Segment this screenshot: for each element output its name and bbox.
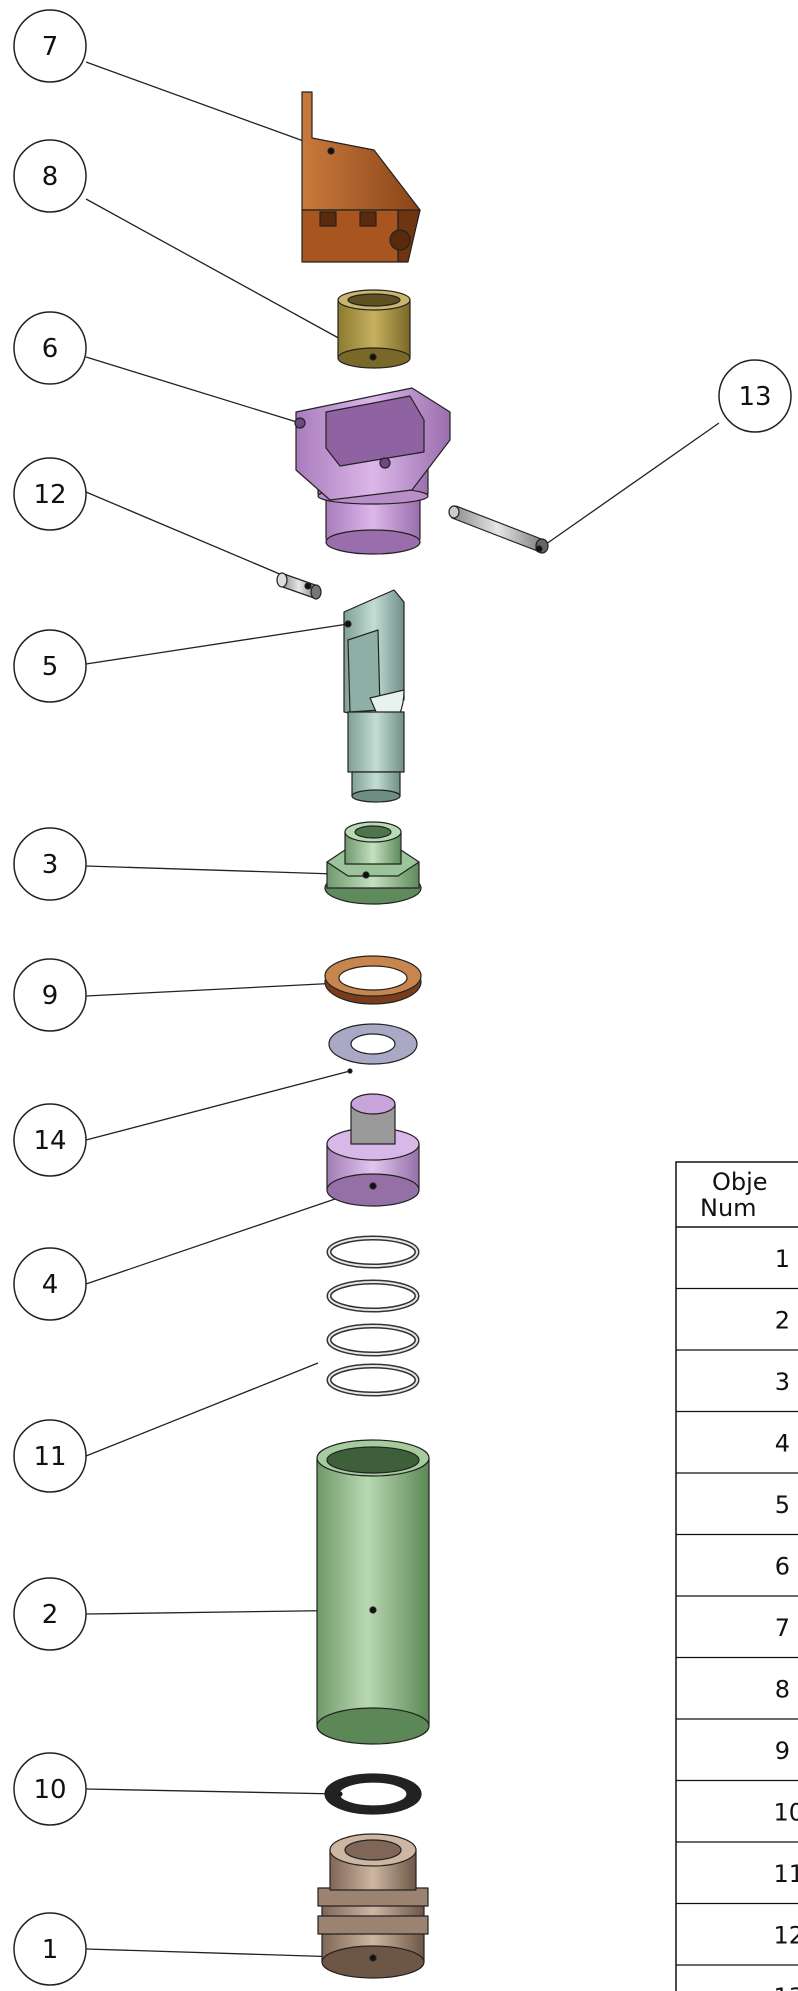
balloon-label: 8	[42, 162, 59, 192]
leader-14	[85, 1070, 351, 1141]
leader-10	[85, 1788, 341, 1795]
balloon-label: 2	[42, 1600, 59, 1630]
balloon-7: 7	[13, 9, 87, 83]
part-2-tube	[316, 1439, 430, 1745]
part-1-base-fitting	[317, 1833, 429, 1979]
bom-row-item-number: 2	[775, 1306, 790, 1334]
leader-13	[538, 422, 720, 550]
balloon-label: 4	[42, 1270, 59, 1300]
balloon-14: 14	[13, 1103, 87, 1177]
balloon-13: 13	[718, 359, 792, 433]
balloon-label: 1	[42, 1935, 59, 1965]
bom-row-item-number: 1	[775, 1245, 790, 1273]
bom-header-line1: Obje	[712, 1168, 768, 1196]
bom-row-item-number: 6	[775, 1552, 790, 1580]
balloon-4: 4	[13, 1247, 87, 1321]
leader-6	[85, 356, 301, 424]
leader-8	[85, 198, 374, 358]
balloon-label: 13	[738, 382, 771, 412]
balloon-label: 11	[33, 1442, 66, 1472]
balloon-label: 12	[33, 480, 66, 510]
bom-row-item-number: 12	[773, 1921, 798, 1949]
balloon-12: 12	[13, 457, 87, 531]
part-3-nut	[324, 821, 422, 905]
leader-7	[85, 61, 332, 152]
balloon-label: 3	[42, 850, 59, 880]
part-7-lever	[301, 91, 421, 263]
bom-rows: 12345678910111213	[676, 1226, 798, 1991]
leader-5	[85, 623, 349, 665]
part-13-pin	[448, 505, 549, 554]
bom-row-item-number: 5	[775, 1491, 790, 1519]
balloon-3: 3	[13, 827, 87, 901]
bom-row-item-number: 13	[773, 1983, 798, 1991]
part-4-piston	[326, 1093, 420, 1207]
balloons: 7 8 6 13 12 5 3 9 14 4 11 2 10 1	[13, 9, 792, 1986]
part-12-pin	[276, 572, 322, 600]
balloon-label: 6	[42, 334, 59, 364]
balloon-10: 10	[13, 1752, 87, 1826]
leader-9	[85, 982, 341, 997]
leader-11	[85, 1362, 319, 1457]
balloon-label: 5	[42, 652, 59, 682]
balloon-label: 9	[42, 981, 59, 1011]
part-14-washer	[328, 1023, 418, 1074]
bom-row-item-number: 9	[775, 1737, 790, 1765]
balloon-label: 10	[33, 1775, 66, 1805]
balloon-11: 11	[13, 1419, 87, 1493]
part-11-spring-highlight	[328, 1237, 418, 1395]
balloon-8: 8	[13, 139, 87, 213]
balloon-6: 6	[13, 311, 87, 385]
balloon-label: 14	[33, 1126, 66, 1156]
bom-header-line2: Num	[700, 1194, 757, 1222]
bom-row-item-number: 10	[773, 1798, 798, 1826]
bom-row-item-number: 8	[775, 1675, 790, 1703]
bom-table: Obje Num 12345678910111213	[675, 1161, 798, 1991]
part-8-bushing	[337, 289, 411, 369]
bom-row-item-number: 7	[775, 1614, 790, 1642]
leader-12	[85, 491, 309, 587]
part-5-shaft	[343, 589, 405, 803]
part-9-seal-ring	[324, 955, 422, 1005]
leader-4	[85, 1185, 374, 1285]
balloon-1: 1	[13, 1912, 87, 1986]
balloon-2: 2	[13, 1577, 87, 1651]
part-10-o-ring	[324, 1773, 422, 1815]
bom-row-item-number: 3	[775, 1368, 790, 1396]
part-6-housing	[294, 387, 451, 555]
leader-3	[85, 865, 367, 876]
balloon-label: 7	[42, 32, 59, 62]
parts	[276, 91, 549, 1979]
bom-row-item-number: 11	[773, 1860, 798, 1888]
balloon-9: 9	[13, 958, 87, 1032]
balloon-5: 5	[13, 629, 87, 703]
bom-table-frame	[675, 1161, 798, 1991]
bom-row-item-number: 4	[775, 1429, 790, 1457]
